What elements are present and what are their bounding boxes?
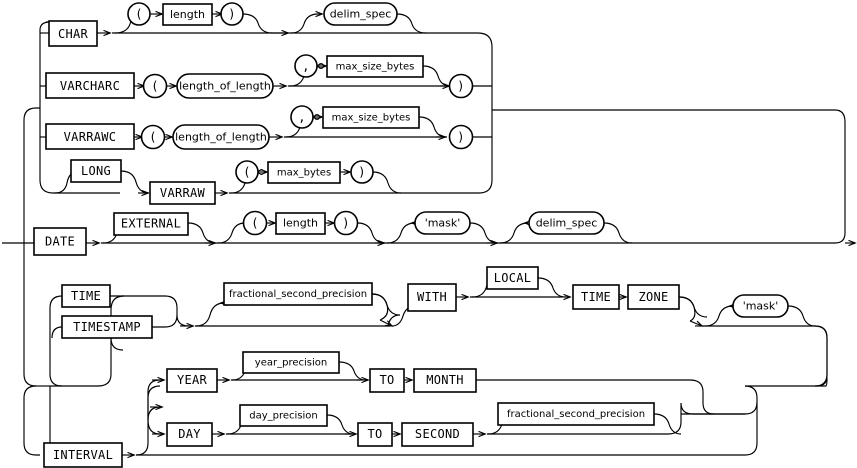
node-varrawc [45, 123, 135, 150]
node-year-label: YEAR [177, 373, 208, 387]
node-day-label: DAY [178, 427, 201, 441]
node-with-label: WITH [417, 290, 447, 304]
node-long-label: LONG [81, 164, 111, 178]
node-rparen-2-label: ) [457, 79, 465, 93]
node-max-size-bytes-1-label: max_size_bytes [336, 62, 415, 73]
node-time-2-label: TIME [581, 290, 611, 304]
node-lparen-2-label: ( [151, 79, 159, 93]
node-rparen-5-label: ) [342, 216, 350, 230]
node-varraw-label: VARRAW [160, 186, 206, 200]
node-mask-2-label: 'mask' [743, 300, 779, 313]
node-external-label: EXTERNAL [121, 217, 181, 231]
node-varcharc [45, 72, 135, 99]
node-rparen-4-label: ) [358, 165, 366, 179]
node-length-2-label: length [283, 217, 318, 230]
node-char-label: CHAR [58, 27, 89, 41]
node-delim-spec-2-label: delim_spec [536, 217, 598, 230]
node-external [113, 212, 189, 236]
node-lparen-1-label: ( [135, 7, 143, 21]
node-varrawc-label: VARRAWC [64, 130, 117, 144]
node-local-label: LOCAL [494, 271, 532, 285]
node-interval [43, 442, 123, 468]
node-delim-spec-1-label: delim_spec [330, 8, 392, 21]
node-comma-2-label: , [298, 111, 306, 125]
node-day-precision-label: day_precision [249, 411, 318, 422]
node-to-2-label: TO [367, 427, 382, 441]
node-fsp-2-label: fractional_second_precision [507, 409, 645, 420]
node-length-of-length-1-label: length_of_length [179, 80, 271, 93]
node-date-label: DATE [45, 235, 75, 249]
node-rparen-3-label: ) [457, 130, 465, 144]
node-interval-label: INTERVAL [53, 448, 113, 462]
node-lparen-5-label: ( [251, 216, 259, 230]
node-fsp-1-label: fractional_second_precision [229, 289, 367, 300]
node-date [33, 227, 87, 256]
node-max-size-bytes-2-label: max_size_bytes [332, 113, 411, 124]
node-zone-label: ZONE [638, 290, 668, 304]
node-rparen-1-label: ) [228, 7, 236, 21]
node-with [407, 283, 457, 312]
node-varcharc-label: VARCHARC [60, 79, 120, 93]
node-lparen-4-label: ( [243, 165, 251, 179]
node-lparen-3-label: ( [149, 130, 157, 144]
left-rail-up [23, 107, 40, 243]
node-timestamp-label: TIMESTAMP [73, 320, 141, 334]
node-length-of-length-2-label: length_of_length [175, 131, 267, 144]
node-mask-1-label: 'mask' [425, 217, 461, 230]
node-comma-1-label: , [302, 60, 310, 74]
node-max-bytes-label: max_bytes [277, 168, 331, 179]
node-year-precision-label: year_precision [255, 358, 327, 369]
node-time-label: TIME [71, 289, 101, 303]
node-length-1-label: length [170, 8, 205, 21]
node-month-label: MONTH [426, 373, 464, 387]
node-second-label: SECOND [415, 427, 460, 441]
node-to-1-label: TO [379, 373, 394, 387]
node-time-2 [572, 284, 620, 310]
